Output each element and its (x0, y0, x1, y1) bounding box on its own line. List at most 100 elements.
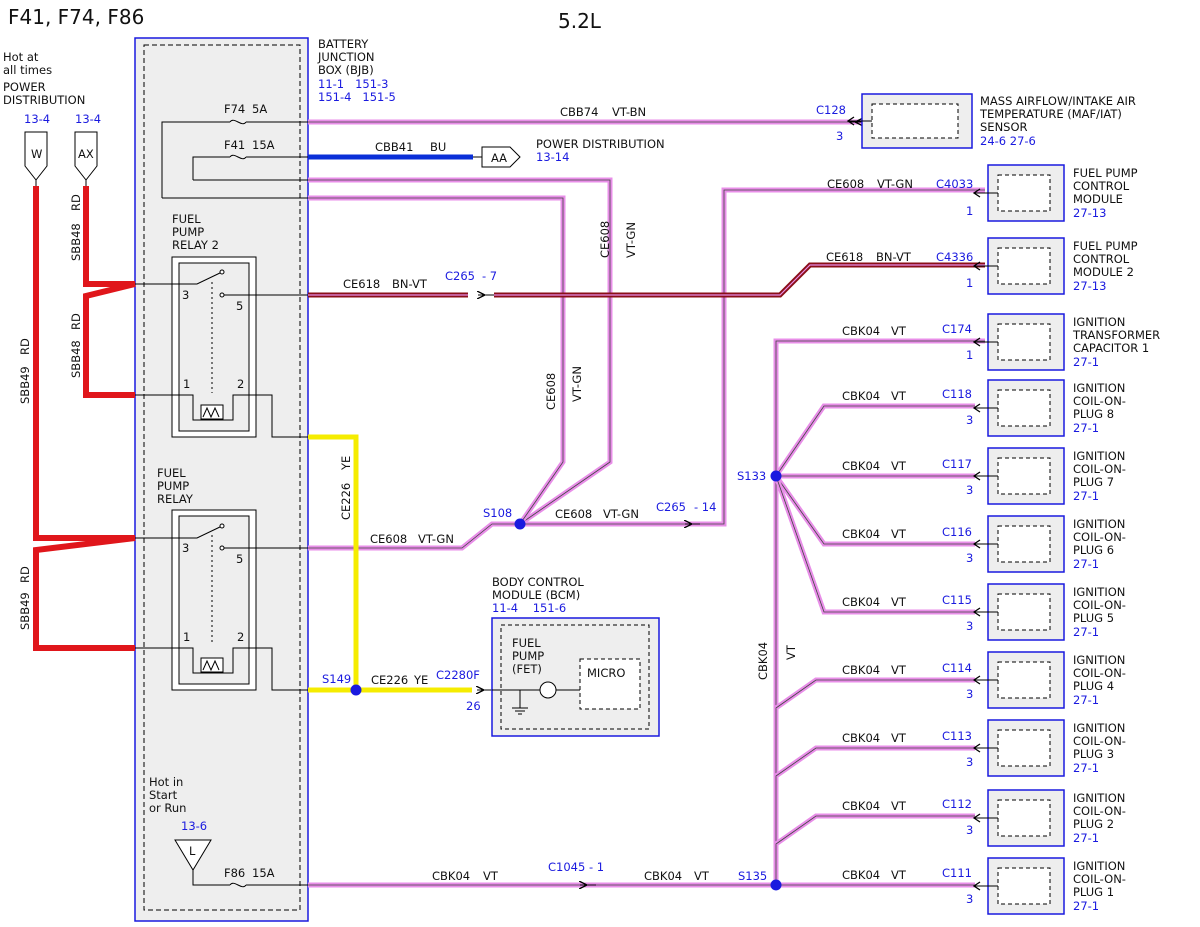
w-ref[interactable]: 13-4 (24, 112, 50, 126)
connector-c113-pin[interactable]: 3 (966, 755, 973, 769)
component-ref-4[interactable]: 27-1 (1073, 355, 1099, 369)
relay1-pin-2: 2 (237, 630, 244, 644)
component-label-11-3: PLUG 2 (1073, 817, 1114, 831)
bcm-refs[interactable]: 11-4 151-6 (492, 601, 566, 615)
splice-s108-label[interactable]: S108 (483, 506, 512, 520)
relay2-coil-icon (200, 404, 224, 420)
hot-in-start-3: or Run (149, 801, 186, 815)
splice-s135-label[interactable]: S135 (738, 869, 767, 883)
relay1-pin-1: 1 (183, 630, 190, 644)
component-label-12-3: PLUG 1 (1073, 885, 1114, 899)
wire-cbk04-coil-6: CBK04 (842, 663, 880, 677)
fuse-f86-icon (229, 882, 247, 888)
relay2-title-3: RELAY 2 (172, 238, 219, 252)
connector-c111[interactable]: C111 (942, 866, 972, 880)
l-ref[interactable]: 13-6 (181, 819, 207, 833)
connector-c4336[interactable]: C4336 (936, 250, 973, 264)
wire-ce226-horz: CE226 (371, 673, 408, 687)
connector-c2280f-pin: 26 (466, 699, 481, 713)
aa-connector-icon (481, 146, 521, 168)
component-label-5-1: IGNITION (1073, 381, 1125, 395)
wire-cbk04-coil-1: CBK04 (842, 324, 880, 338)
connector-c112[interactable]: C112 (942, 797, 972, 811)
wire-vt-coil-8: VT (891, 799, 907, 813)
ax-ref[interactable]: 13-4 (75, 112, 101, 126)
connector-c128-pin: 3 (836, 129, 843, 143)
power-distribution-aa-ref[interactable]: 13-14 (536, 150, 569, 164)
wire-rd-ax-2: RD (69, 313, 83, 330)
component-ref-6[interactable]: 27-1 (1073, 489, 1099, 503)
connector-c2280f[interactable]: C2280F (436, 668, 480, 682)
connector-c114-pin[interactable]: 3 (966, 687, 973, 701)
fuse-f74-amp: 5A (252, 102, 267, 116)
bcm-micro: MICRO (587, 666, 625, 680)
component-ref-5[interactable]: 27-1 (1073, 421, 1099, 435)
connector-c111-pin[interactable]: 3 (966, 892, 973, 906)
wire-vt-coil-3: VT (891, 459, 907, 473)
battery-junction-box (134, 37, 309, 922)
bcm-micro-box (579, 658, 641, 710)
bjb-title-1: BATTERY (318, 37, 369, 51)
fuse-f41-amp: 15A (252, 138, 275, 152)
wire-bn-vt-fpcm2: BN-VT (876, 250, 912, 264)
connector-c1045[interactable]: C1045 - 1 (548, 860, 604, 874)
connector-c112-pin[interactable]: 3 (966, 823, 973, 837)
relay1-title-3: RELAY (157, 492, 194, 506)
connector-c117[interactable]: C117 (942, 457, 972, 471)
component-label-5-3: PLUG 8 (1073, 407, 1114, 421)
component-label-12-2: COIL-ON- (1073, 872, 1126, 886)
connector-c128[interactable]: C128 (816, 103, 846, 117)
component-label-10-3: PLUG 3 (1073, 747, 1114, 761)
component-ref-7[interactable]: 27-1 (1073, 557, 1099, 571)
bjb-ref-2[interactable]: 151-4 151-5 (318, 90, 396, 104)
connector-c174[interactable]: C174 (942, 322, 972, 336)
component-ref-8[interactable]: 27-1 (1073, 625, 1099, 639)
w-connector-icon (24, 131, 48, 181)
power-distribution-aa: POWER DISTRIBUTION (536, 137, 665, 151)
connector-c114[interactable]: C114 (942, 661, 972, 675)
splice-s135 (770, 879, 782, 891)
component-ref-9[interactable]: 27-1 (1073, 693, 1099, 707)
component-label-8-2: COIL-ON- (1073, 598, 1126, 612)
component-ref-12[interactable]: 27-1 (1073, 899, 1099, 913)
splice-s133-label[interactable]: S133 (737, 469, 766, 483)
connector-c115-pin[interactable]: 3 (966, 619, 973, 633)
connector-c116[interactable]: C116 (942, 525, 972, 539)
connector-c265-14[interactable]: C265 (656, 500, 686, 514)
component-ref-11[interactable]: 27-1 (1073, 831, 1099, 845)
component-ref-1[interactable]: 24-6 27-6 (980, 134, 1036, 148)
ax-label: AX (78, 147, 94, 161)
connector-c116-pin[interactable]: 3 (966, 551, 973, 565)
connector-c117-pin[interactable]: 3 (966, 483, 973, 497)
relay2-pin-3: 3 (182, 288, 189, 302)
fuse-f41-label: F41 (224, 138, 245, 152)
engine-title: 5.2L (558, 9, 602, 33)
connector-c118[interactable]: C118 (942, 387, 972, 401)
component-ref-3[interactable]: 27-13 (1073, 279, 1106, 293)
wire-cbk04-bottom-1: CBK04 (432, 869, 470, 883)
connector-c4033[interactable]: C4033 (936, 177, 973, 191)
wire-cbk04-coil-5: CBK04 (842, 595, 880, 609)
hot-at-all-times-2: all times (3, 63, 52, 77)
splice-s149-label[interactable]: S149 (322, 672, 351, 686)
connector-c174-pin[interactable]: 1 (966, 348, 973, 362)
connector-c113[interactable]: C113 (942, 729, 972, 743)
component-ref-10[interactable]: 27-1 (1073, 761, 1099, 775)
wire-ce608-relay1: CE608 (370, 532, 407, 546)
component-ref-2[interactable]: 27-13 (1073, 206, 1106, 220)
component-label-2-2: CONTROL (1073, 179, 1130, 193)
connector-c118-pin[interactable]: 3 (966, 413, 973, 427)
wire-bn-vt-relay2: BN-VT (392, 277, 428, 291)
connector-c115[interactable]: C115 (942, 593, 972, 607)
wire-ce608-vert-a: CE608 (598, 221, 612, 258)
component-label-8-1: IGNITION (1073, 585, 1125, 599)
connector-c265-7[interactable]: C265 (445, 269, 475, 283)
wire-cbk04-coil-3: CBK04 (842, 459, 880, 473)
splice-s108 (514, 518, 526, 530)
bjb-ref-1[interactable]: 11-1 151-3 (318, 77, 388, 91)
connector-c4336-pin: 1 (966, 276, 973, 290)
hot-in-start-1: Hot in (149, 775, 183, 789)
